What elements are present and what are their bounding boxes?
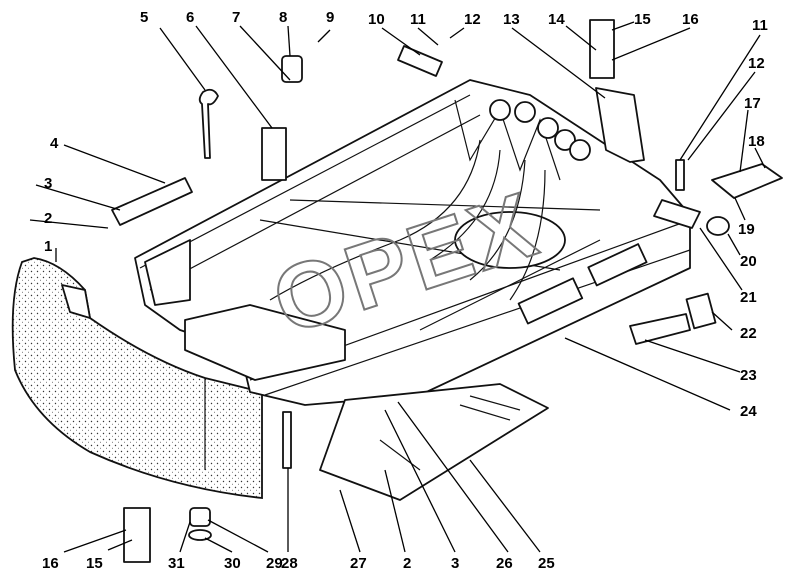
mount-eye-2 (514, 101, 536, 123)
counterweight-step (61, 284, 91, 319)
callout-24: 24 (740, 403, 757, 420)
mount-eye-5 (569, 139, 591, 161)
side-bracket (144, 239, 191, 306)
callout-11-right: 11 (752, 17, 768, 34)
callout-19: 19 (738, 221, 755, 238)
part-13-plate (595, 87, 645, 163)
callout-22: 22 (740, 325, 757, 342)
callout-4: 4 (50, 135, 59, 152)
callout-14: 14 (548, 11, 565, 28)
callout-10: 10 (368, 11, 385, 28)
frame-pocket-2 (587, 243, 648, 287)
part-25-deck-plate (319, 383, 549, 501)
callout-6: 6 (186, 9, 194, 26)
callout-7: 7 (232, 9, 240, 26)
callout-3: 3 (44, 175, 52, 192)
part-21-pin (653, 199, 701, 229)
part-5-eyebolt (198, 88, 219, 159)
part-14-bracket (589, 19, 615, 79)
part-15-16-bracket (123, 507, 151, 563)
callout-12: 12 (464, 11, 481, 28)
part-6-bracket (261, 127, 287, 181)
part-30-washer (188, 529, 212, 541)
callout-26: 26 (496, 555, 513, 572)
callout-28: 28 (281, 555, 298, 572)
turntable-opening (454, 211, 566, 269)
callout-18: 18 (748, 133, 765, 150)
callout-29: 29 (266, 555, 283, 572)
callout-16-bottom: 16 (42, 555, 59, 572)
callout-20: 20 (740, 253, 757, 270)
part-11-pin (675, 159, 685, 191)
frame-rail-left (139, 94, 481, 291)
callout-21: 21 (740, 289, 757, 306)
callouts: 1 2 3 4 5 6 7 8 9 10 11 12 13 14 15 16 1… (42, 9, 768, 572)
part-23-bolt (629, 313, 691, 345)
part-22-block (685, 292, 717, 330)
callout-23: 23 (740, 367, 757, 384)
part-28-bolt (282, 411, 292, 469)
callout-1: 1 (44, 238, 52, 255)
callout-5: 5 (140, 9, 148, 26)
frame-pocket (517, 277, 584, 325)
callout-17: 17 (744, 95, 761, 112)
callout-2-bottom: 2 (403, 555, 411, 572)
mount-eye-3 (537, 117, 559, 139)
part-18-clamp (711, 163, 783, 199)
callout-15-bottom: 15 (86, 555, 103, 572)
deck-ribs (379, 395, 521, 471)
callout-11: 11 (410, 11, 426, 28)
callout-12-right: 12 (748, 55, 765, 72)
callout-13: 13 (503, 11, 520, 28)
callout-15: 15 (634, 11, 651, 28)
callout-16: 16 (682, 11, 699, 28)
part-8-bushing (281, 55, 303, 83)
callout-30: 30 (224, 555, 241, 572)
part-20-nut (706, 216, 730, 236)
mount-eye-4 (554, 129, 576, 151)
leader-lines (29, 21, 766, 553)
callout-27: 27 (350, 555, 367, 572)
callout-2: 2 (44, 210, 52, 227)
callout-25: 25 (538, 555, 555, 572)
callout-8: 8 (279, 9, 287, 26)
mount-eye-1 (489, 99, 511, 121)
callout-3-bottom: 3 (451, 555, 459, 572)
callout-31: 31 (168, 555, 185, 572)
hydraulic-hoses (269, 139, 546, 301)
part-4-plate (111, 177, 193, 226)
part-29-bushing (189, 507, 211, 527)
lower-arm (184, 304, 346, 381)
callout-9: 9 (326, 9, 334, 26)
part-10-pin (397, 45, 443, 77)
